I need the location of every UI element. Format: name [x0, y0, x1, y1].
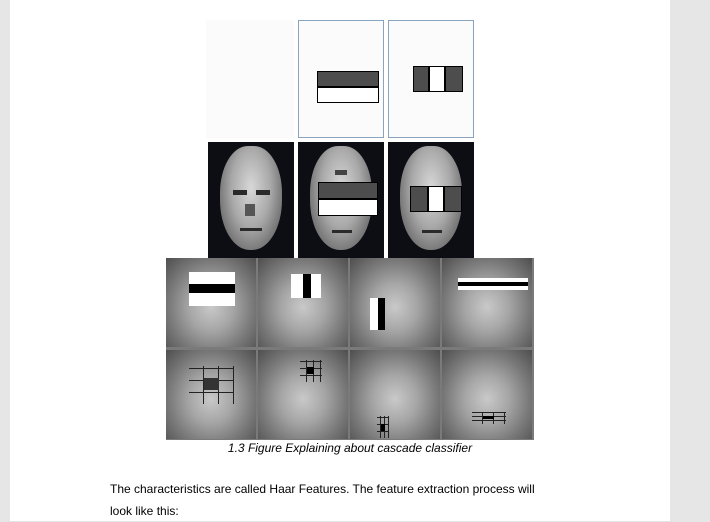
- paragraph-line: look like this:: [110, 504, 179, 518]
- haar-light-rect: [311, 274, 321, 298]
- blank-panel: [206, 20, 294, 138]
- haar-grid-feature: [377, 416, 389, 438]
- haar-grid-feature: [300, 360, 322, 382]
- stage-face: [166, 258, 256, 347]
- haar-light-rect: [318, 199, 378, 216]
- stage-face: [258, 258, 348, 347]
- haar-dark-rect: [378, 298, 385, 330]
- face-image-line-feature: [388, 142, 474, 258]
- haar-dark-rect: [444, 186, 462, 212]
- stage-face: [258, 350, 348, 439]
- face-image-edge-feature: [298, 142, 384, 258]
- scrollbar-track[interactable]: [670, 0, 710, 521]
- haar-dark-rect: [317, 71, 379, 87]
- haar-dark-rect: [318, 182, 378, 199]
- haar-light-rect: [428, 186, 444, 212]
- haar-line-feature-panel: [388, 20, 474, 138]
- haar-dark-rect: [413, 66, 429, 92]
- face-eye-right: [256, 190, 270, 195]
- stage-face: [442, 258, 532, 347]
- haar-dark-rect: [458, 282, 528, 286]
- haar-light-rect: [317, 87, 379, 103]
- figure-caption: 1.3 Figure Explaining about cascade clas…: [227, 441, 473, 455]
- haar-light-rect: [429, 66, 445, 92]
- paragraph-line: The characteristics are called Haar Feat…: [110, 482, 535, 496]
- stage-face: [442, 350, 532, 439]
- face-mouth: [332, 230, 352, 233]
- face-image: [208, 142, 294, 258]
- face-brow: [335, 170, 347, 175]
- haar-grid-feature: [472, 412, 506, 424]
- face-eye-left: [233, 190, 247, 195]
- stage-face: [166, 350, 256, 439]
- face-mouth: [240, 228, 262, 231]
- haar-light-rect: [291, 274, 303, 298]
- haar-dark-rect: [445, 66, 463, 92]
- cascade-stage-strip: [166, 258, 534, 440]
- haar-dark-rect: [303, 274, 311, 298]
- haar-dark-rect: [189, 284, 235, 293]
- haar-light-rect: [370, 298, 378, 330]
- haar-edge-feature-panel: [298, 20, 384, 138]
- face-nose: [245, 204, 255, 216]
- stage-face: [350, 350, 440, 439]
- face-shape: [220, 146, 282, 250]
- haar-dark-rect: [410, 186, 428, 212]
- face-mouth: [422, 230, 442, 233]
- stage-face: [350, 258, 440, 347]
- body-paragraph: The characteristics are called Haar Feat…: [110, 478, 610, 522]
- haar-grid-feature: [189, 366, 234, 404]
